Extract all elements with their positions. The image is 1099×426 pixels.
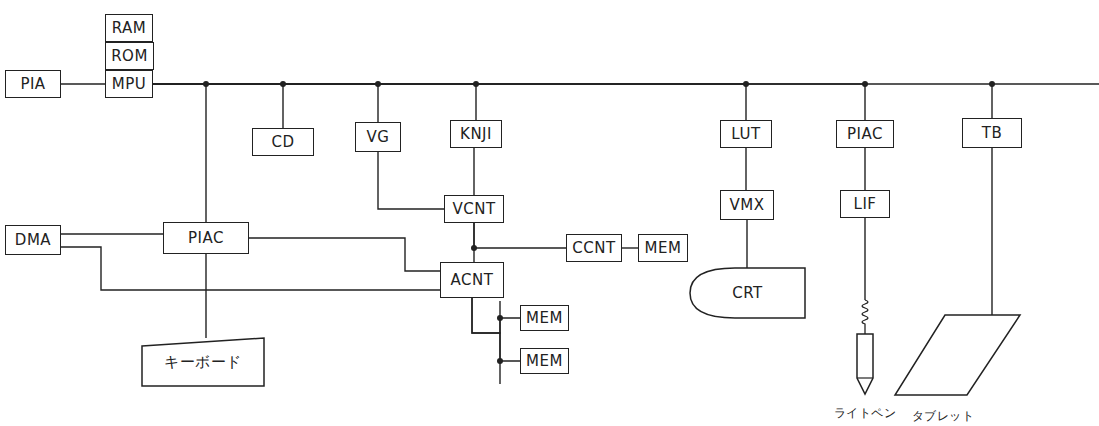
- unit-label: RAM: [112, 20, 147, 37]
- system-bus: [992, 83, 1099, 84]
- unit-box: CCNT: [566, 234, 622, 262]
- unit-label: LUT: [731, 126, 760, 143]
- unit-box: PIAC: [836, 120, 894, 148]
- unit-box: PIAC: [163, 222, 249, 254]
- unit-box: PIA: [5, 70, 61, 98]
- unit-box: LIF: [840, 190, 890, 218]
- shape-label: キーボード: [164, 354, 242, 371]
- connector: [474, 223, 566, 248]
- unit-label: PIA: [20, 76, 45, 93]
- unit-label: KNJI: [460, 126, 492, 143]
- unit-box: LUT: [720, 120, 772, 148]
- connector: [205, 254, 206, 338]
- connector: [473, 148, 474, 195]
- unit-label: ACNT: [451, 272, 494, 289]
- connector: [61, 233, 163, 234]
- unit-box: MEM: [638, 234, 688, 262]
- unit-box: DMA: [5, 225, 61, 255]
- unit-label: MEM: [526, 310, 563, 327]
- unit-box: ROM: [105, 42, 154, 70]
- connector: [153, 84, 992, 118]
- unit-label: MEM: [645, 240, 682, 257]
- unit-box: MEM: [520, 305, 569, 331]
- unit-label: PIAC: [188, 230, 224, 247]
- junction-dot: [471, 245, 477, 251]
- connector: [864, 148, 865, 190]
- keyboard-shape: キーボード: [142, 338, 264, 386]
- crt-display: CRT: [690, 268, 805, 318]
- unit-label: MEM: [526, 353, 563, 370]
- junction-dot: [203, 81, 209, 87]
- unit-label: DMA: [15, 232, 51, 249]
- connector: [249, 238, 440, 271]
- connector: [153, 84, 865, 120]
- connector: [153, 84, 206, 222]
- unit-label: LIF: [854, 196, 877, 213]
- unit-label: TB: [982, 125, 1002, 142]
- unit-box: CD: [252, 128, 314, 156]
- connector: [61, 247, 440, 290]
- unit-label: CCNT: [572, 240, 615, 257]
- connector: [991, 148, 992, 315]
- shape-label: タブレット: [912, 410, 975, 423]
- shape-label: ライトペン: [834, 407, 897, 420]
- unit-box: MEM: [520, 348, 569, 374]
- connector: [61, 83, 105, 84]
- unit-box: ACNT: [440, 262, 504, 298]
- unit-box: MPU: [105, 70, 153, 98]
- unit-box: RAM: [105, 14, 153, 42]
- connector: [472, 298, 520, 361]
- unit-label: VMX: [730, 197, 765, 214]
- unit-label: CD: [271, 134, 294, 151]
- unit-box: KNJI: [450, 120, 502, 148]
- shape-outline: [830, 300, 900, 420]
- connector: [864, 218, 865, 300]
- connector: [153, 84, 746, 120]
- unit-box: TB: [962, 118, 1022, 148]
- unit-box: VMX: [720, 190, 774, 220]
- unit-label: PIAC: [847, 126, 883, 143]
- unit-box: VCNT: [444, 195, 504, 223]
- shape-label: CRT: [732, 285, 762, 302]
- memory-bus: [499, 301, 500, 384]
- tablet-shape: タブレット: [895, 315, 1030, 423]
- unit-label: ROM: [111, 48, 148, 65]
- unit-box: VG: [355, 122, 401, 152]
- light-pen: ライトペン: [830, 300, 900, 420]
- connector: [153, 84, 476, 120]
- unit-label: MPU: [112, 76, 146, 93]
- connector: [472, 298, 520, 333]
- connector: [153, 84, 378, 122]
- connector: [378, 152, 444, 209]
- shape-outline: [895, 315, 1030, 423]
- connector: [153, 84, 283, 128]
- connector: [745, 148, 746, 190]
- connector: [622, 247, 638, 248]
- connector: [746, 220, 747, 268]
- unit-label: VCNT: [452, 201, 495, 218]
- unit-label: VG: [367, 129, 390, 146]
